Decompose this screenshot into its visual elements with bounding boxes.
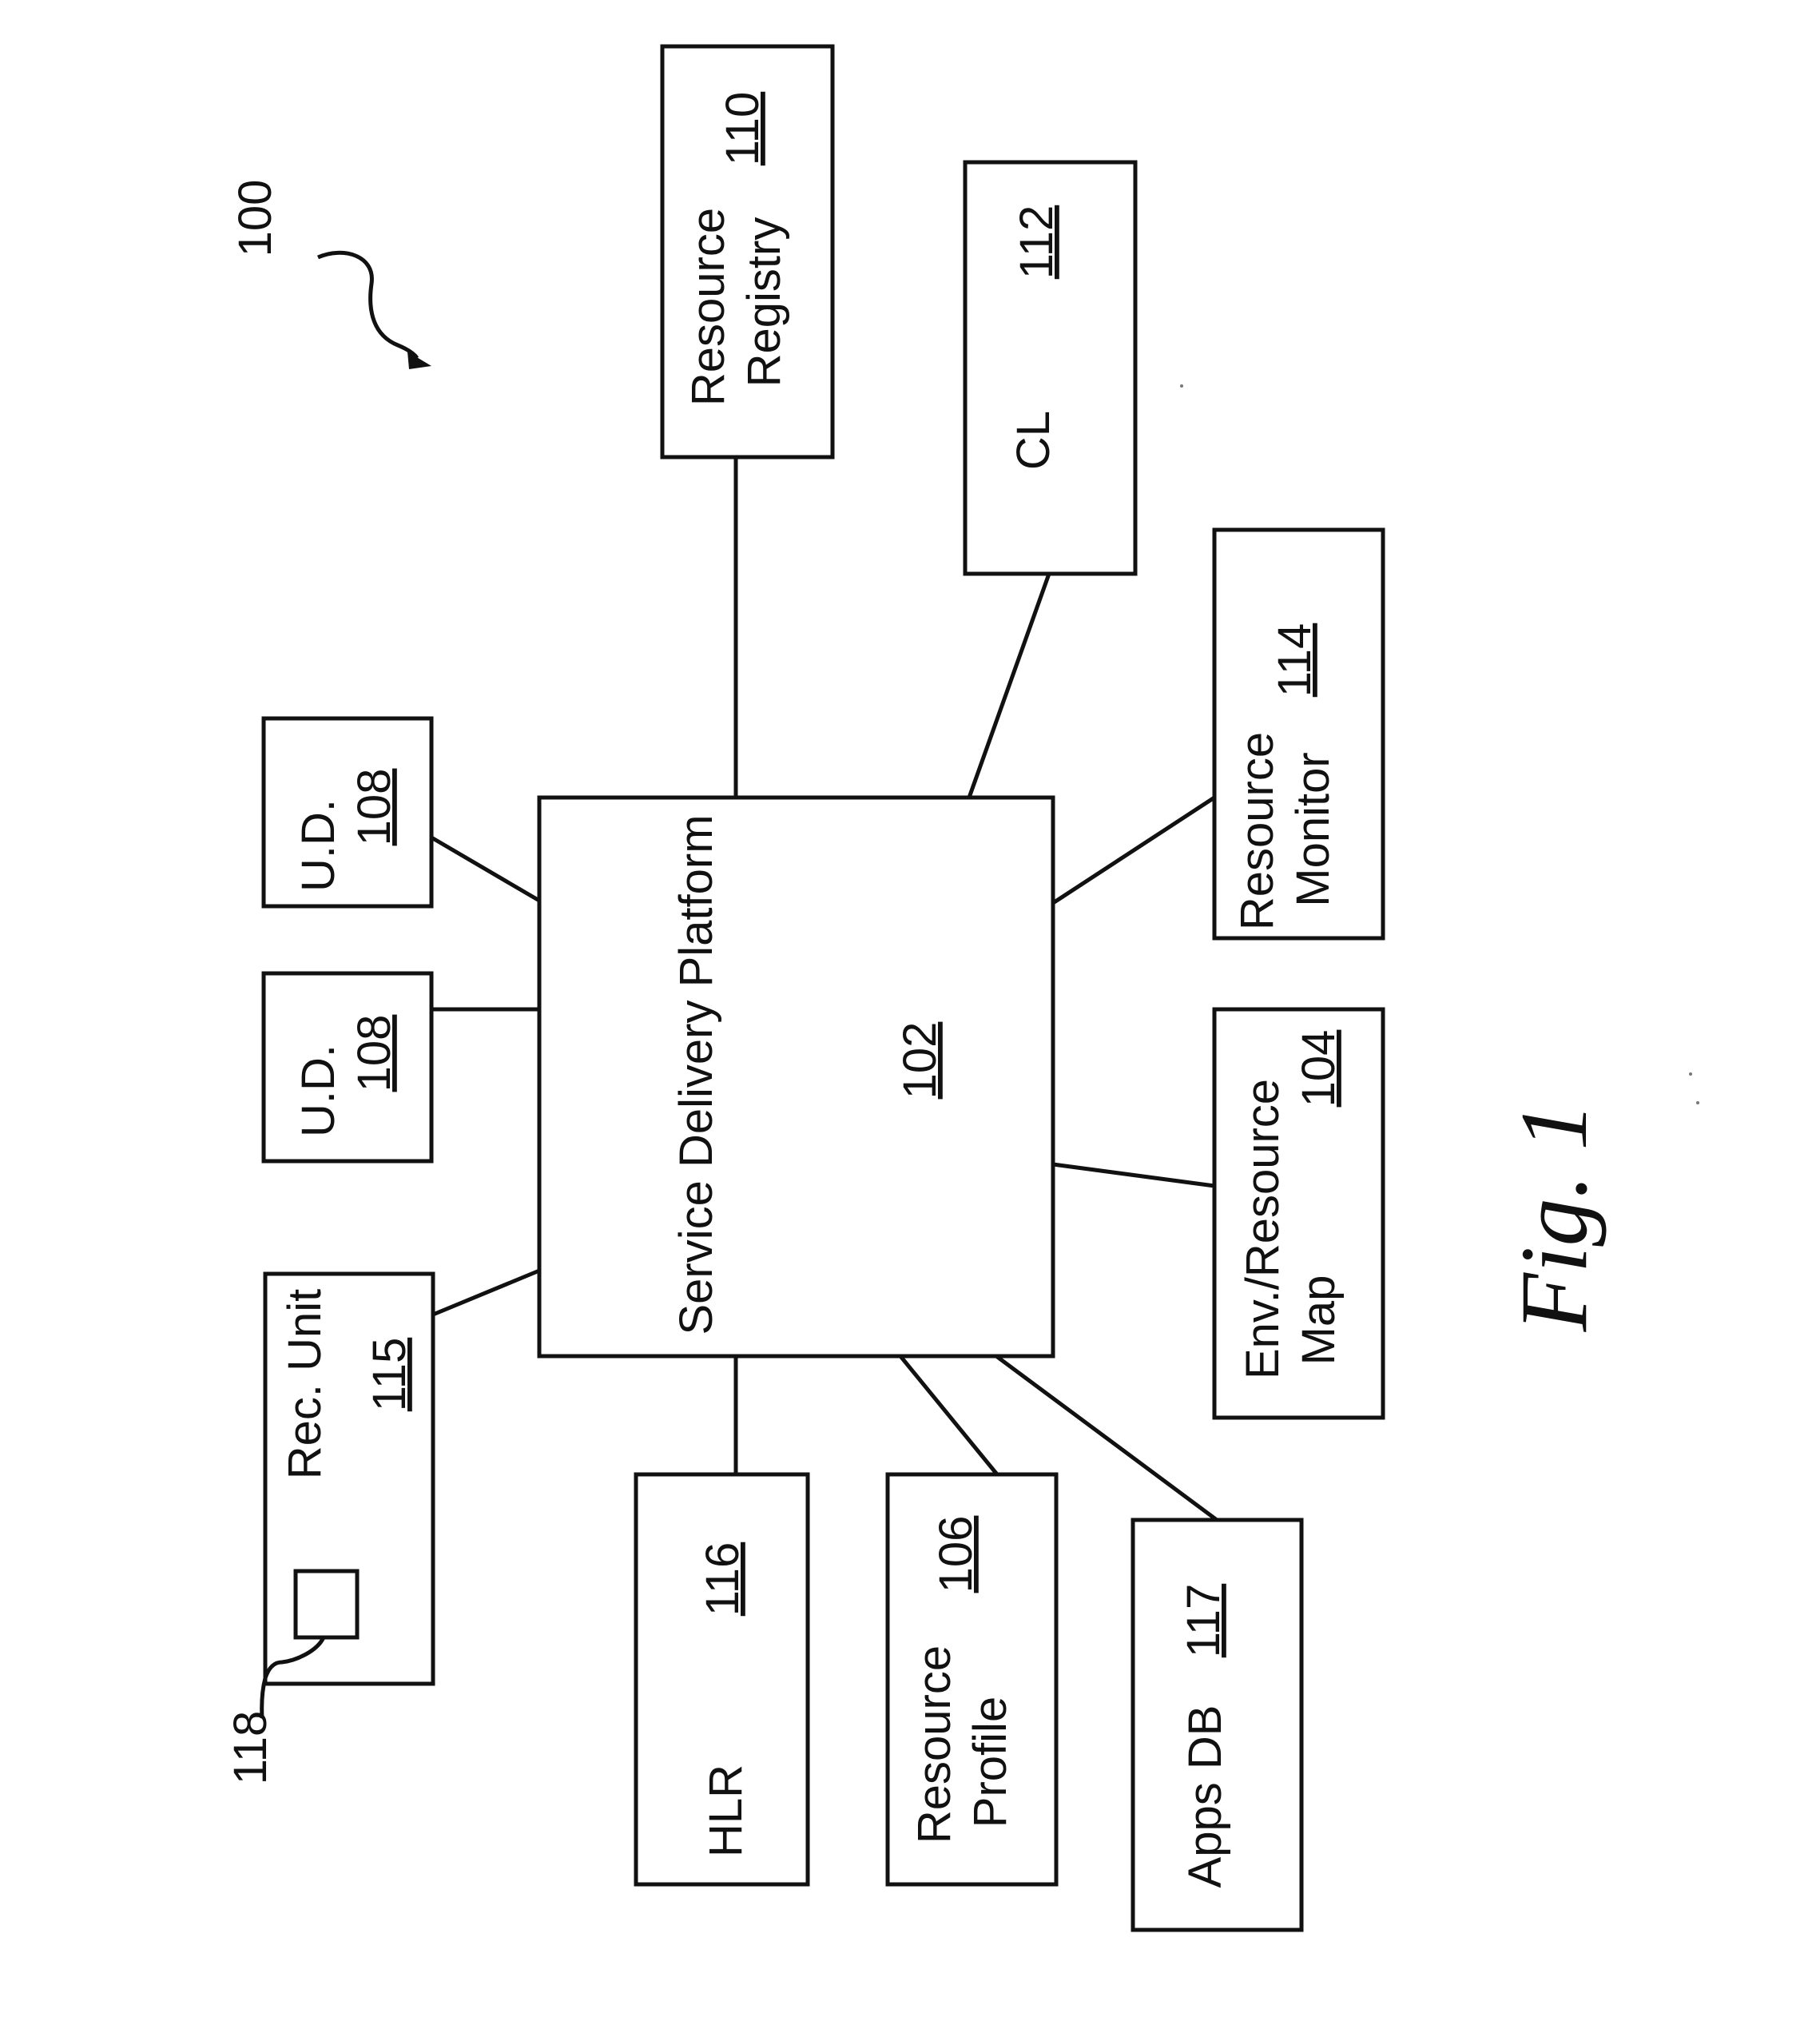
registry-label-line1: Resource <box>682 208 734 406</box>
line-sdp-cl <box>969 574 1049 798</box>
line-sdp-envmap <box>1053 1164 1214 1186</box>
recunit-label: Rec. Unit <box>279 1289 331 1480</box>
diagram-ref-number: 100 <box>229 180 281 257</box>
monitor-label-line1: Resource <box>1231 732 1283 930</box>
env-resource-map-box: Env./Resource Map 104 <box>1214 1009 1383 1418</box>
ud-lower-number: 108 <box>348 1015 400 1092</box>
scan-speck <box>1696 1101 1699 1104</box>
profile-label-line2: Profile <box>964 1697 1016 1828</box>
registry-label-line2: Registry <box>738 217 790 388</box>
cl-box: CL 112 <box>965 162 1135 574</box>
apps-db-box: Apps DB 117 <box>1133 1520 1301 1930</box>
arrow-head-icon <box>407 352 431 369</box>
envmap-number: 104 <box>1293 1030 1345 1108</box>
squiggle-arrow <box>318 253 417 358</box>
profile-number: 106 <box>930 1516 982 1593</box>
monitor-label-line2: Monitor <box>1287 752 1339 906</box>
appsdb-label: Apps DB <box>1179 1705 1231 1888</box>
rec-unit-box: Rec. Unit 115 118 <box>225 1274 433 1784</box>
recunit-number: 115 <box>364 1338 415 1411</box>
envmap-label-line2: Map <box>1293 1275 1345 1366</box>
profile-label-line1: Resource <box>908 1645 960 1844</box>
hlr-label: HLR <box>700 1764 752 1857</box>
cl-label: CL <box>1007 411 1059 470</box>
ud-upper-number: 108 <box>348 769 400 846</box>
line-sdp-monitor <box>1053 798 1214 903</box>
line-sdp-recunit <box>433 1271 539 1315</box>
ud-lower-label: U.D. <box>292 1044 344 1137</box>
line-sdp-ud-upper <box>431 837 539 901</box>
sdp-number: 102 <box>894 1022 946 1100</box>
figure-label: Fig. 1 <box>1500 1103 1607 1333</box>
service-delivery-platform-box: Service Delivery Platform 102 <box>539 798 1053 1356</box>
reference-100: 100 <box>229 180 431 369</box>
hlr-number: 116 <box>697 1542 749 1616</box>
cl-number: 112 <box>1011 205 1063 279</box>
resource-profile-box: Resource Profile 106 <box>888 1474 1056 1884</box>
appsdb-number: 117 <box>1178 1584 1230 1657</box>
ud-upper-label: U.D. <box>292 799 344 892</box>
resource-registry-box: Resource Registry 110 <box>662 46 833 457</box>
ud-upper-box: U.D. 108 <box>264 718 431 906</box>
ud-lower-box: U.D. 108 <box>264 973 431 1161</box>
envmap-label-line1: Env./Resource <box>1237 1079 1289 1379</box>
inner-element-ref: 118 <box>225 1711 276 1784</box>
registry-number: 110 <box>717 92 769 165</box>
monitor-number: 114 <box>1269 623 1321 697</box>
sdp-label: Service Delivery Platform <box>670 814 722 1335</box>
scan-speck <box>1180 384 1183 388</box>
line-sdp-profile <box>900 1356 997 1474</box>
hlr-box: HLR 116 <box>636 1474 808 1884</box>
recunit-inner-element <box>296 1571 357 1637</box>
scan-speck <box>1689 1072 1692 1076</box>
resource-monitor-box: Resource Monitor 114 <box>1214 530 1383 938</box>
